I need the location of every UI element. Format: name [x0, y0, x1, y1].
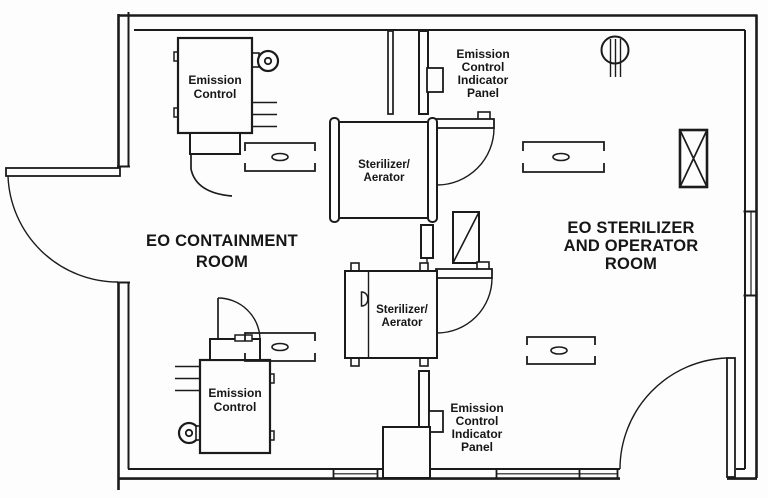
sterilizer-aerator-top-unit: Sterilizer/ Aerator: [329, 117, 438, 223]
table-oval-icon: [552, 152, 570, 162]
sterilizer-bottom-label-2: Aerator: [382, 317, 423, 329]
work-table-containment-top: [244, 142, 316, 172]
partition-door-bottom: [435, 261, 493, 334]
door-leaf: [435, 268, 493, 279]
containment-room-label-2: ROOM: [196, 253, 248, 271]
vent-chute-box: [452, 211, 480, 264]
indicator-panel-bottom-line-4: Panel: [461, 440, 493, 454]
exterior-walls: [117, 12, 758, 490]
sterilizer-aerator-bottom-unit: Sterilizer/ Aerator: [344, 262, 438, 367]
table-oval-icon: [271, 152, 289, 162]
door-handle-icon: [360, 291, 369, 307]
door-swing-arc: [7, 175, 119, 283]
partition-duct-stub: [387, 30, 394, 115]
operator-room-label-3: ROOM: [605, 255, 657, 273]
indicator-panel-top-line-4: Panel: [467, 86, 499, 100]
abator-unit-box: [382, 426, 431, 479]
partition-door-top: [435, 111, 495, 186]
indicator-panel-top-line-1: Emission: [456, 47, 509, 61]
emission-control-body: [176, 36, 254, 135]
fan-hub-icon: [184, 428, 194, 438]
door-swing-arc: [190, 154, 233, 197]
vent-lines: [252, 101, 277, 128]
pedestal: [189, 132, 241, 155]
door-leaf: [5, 167, 121, 177]
emission-control-top-unit: Emission Control: [173, 36, 280, 197]
door-swing-arc: [619, 357, 728, 470]
bottom-right-exterior-door: [619, 357, 736, 478]
bottom-wall-windows: [332, 468, 619, 480]
door-leaf: [726, 357, 736, 478]
sterilizer-top-label-2: Aerator: [364, 172, 405, 184]
emission-control-bottom-label-2: Control: [214, 400, 257, 414]
door-swing-arc: [436, 127, 495, 186]
emission-control-body: [198, 358, 272, 455]
sterilizer-bottom-label-1: Sterilizer/: [376, 304, 429, 316]
indicator-panel-top-box: [426, 67, 444, 93]
fan-blower-icon: [256, 49, 280, 73]
sterilizer-top-label-1: Sterilizer/: [358, 159, 411, 171]
indicator-panel-bottom-box: [428, 410, 444, 433]
door-swing-arc: [217, 297, 261, 340]
indicator-panel-top-label: Emission Control Indicator Panel: [456, 47, 509, 100]
sterilizer-left-seal: [329, 117, 340, 223]
emission-control-top-label-2: Control: [194, 87, 237, 101]
pedestal: [209, 338, 261, 361]
indicator-panel-bottom-line-2: Control: [456, 414, 499, 428]
left-door-jambs: [117, 165, 130, 284]
sterilizer-body: [337, 121, 431, 219]
partition-bottom-segment: [418, 370, 430, 429]
work-table-operator-top: [522, 141, 605, 173]
emission-control-bottom-label-1: Emission: [208, 386, 261, 400]
indicator-panel-top-line-3: Indicator: [458, 73, 509, 87]
vent-lines: [175, 365, 200, 392]
right-wall-window: [743, 210, 757, 297]
door-leaf: [435, 118, 495, 129]
sterilizer-body: [344, 270, 438, 359]
emission-control-top-label-1: Emission: [188, 73, 241, 87]
operator-room-label-1: EO STERILIZER: [567, 219, 694, 237]
sensor-drop-icon: [600, 35, 630, 77]
work-table-containment-bottom: [244, 332, 316, 362]
operator-room-label-2: AND OPERATOR: [564, 237, 699, 255]
fan-hub-icon: [263, 56, 273, 66]
door-swing-arc: [436, 277, 493, 334]
indicator-panel-top-line-2: Control: [462, 60, 505, 74]
vent-xbox-icon: [678, 128, 709, 189]
table-oval-icon: [550, 346, 568, 355]
indicator-panel-bottom-line-3: Indicator: [452, 427, 503, 441]
left-exterior-door: [5, 167, 121, 283]
sterilizer-right-seal: [427, 117, 438, 223]
indicator-panel-bottom-line-1: Emission: [450, 401, 503, 415]
containment-room-label-1: EO CONTAINMENT: [146, 232, 298, 250]
indicator-panel-bottom-label: Emission Control Indicator Panel: [450, 401, 503, 454]
emission-control-bottom-unit: Emission Control: [175, 297, 275, 455]
partition-mid-segment: [420, 224, 434, 259]
table-oval-icon: [271, 342, 289, 352]
work-table-operator-bottom: [526, 336, 596, 365]
door-stop-tab: [234, 334, 253, 342]
